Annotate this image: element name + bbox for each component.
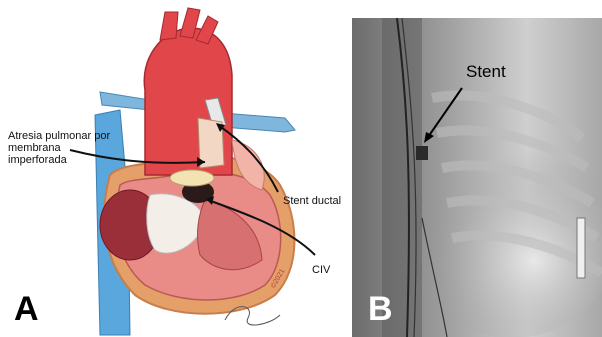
- xray-panel: Stent B: [352, 18, 602, 337]
- heart-illustration: [0, 0, 352, 337]
- stent-label: Stent: [466, 62, 506, 82]
- stent-marker: [416, 146, 428, 160]
- heart-illustration-panel: Atresia pulmonar por membrana imperforad…: [0, 0, 352, 337]
- panel-letter-a: A: [14, 290, 39, 329]
- artist-signature: [225, 307, 280, 325]
- atresia-label: Atresia pulmonar por membrana imperforad…: [8, 130, 118, 166]
- stent-ductal-label: Stent ductal: [283, 195, 341, 207]
- civ-label: CIV: [312, 264, 330, 276]
- panel-letter-b: B: [368, 290, 393, 329]
